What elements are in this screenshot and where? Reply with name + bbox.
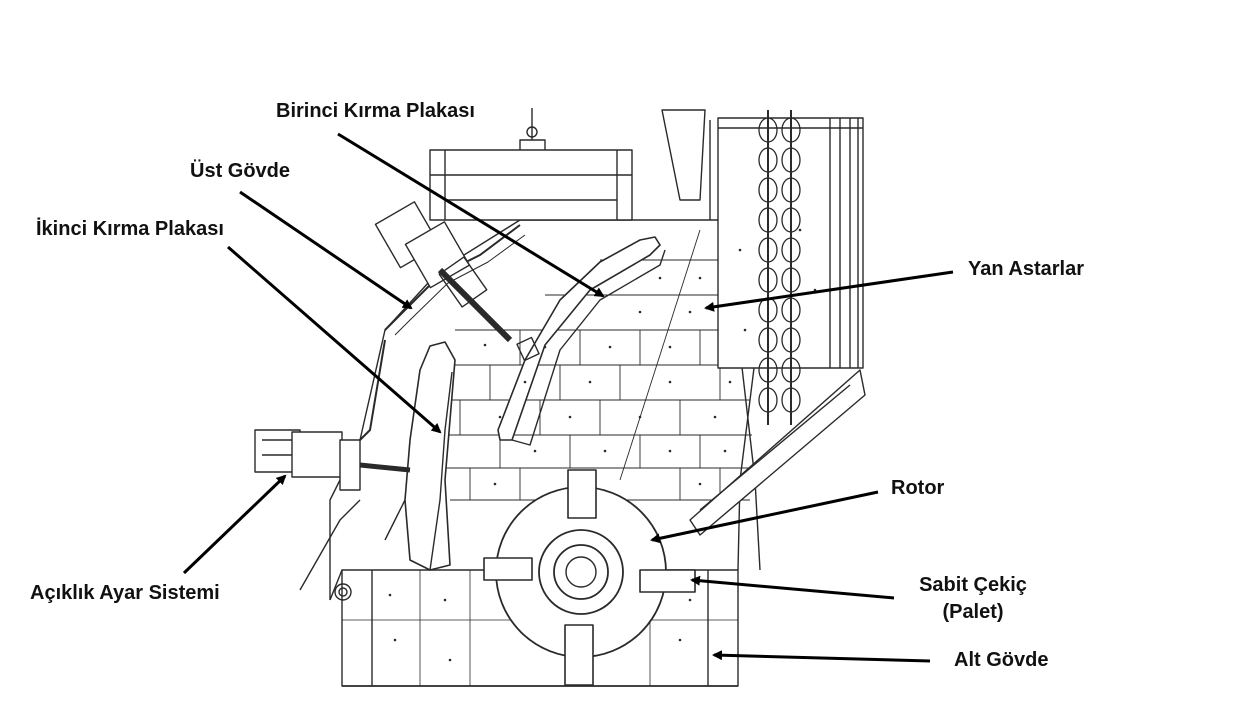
curtain-chains [717, 110, 864, 425]
label-aciklik-ayar-sistemi: Açıklık Ayar Sistemi [30, 582, 220, 604]
feed-housing [429, 108, 633, 221]
arrow-birinci-kirma-plakasi [337, 132, 605, 298]
label-sabit-cekic: Sabit Çekiç (Palet) [905, 574, 1041, 624]
arrow-aciklik-ayar-sistemi [182, 474, 287, 575]
second-breaker-plate [384, 341, 456, 571]
label-ikinci-kirma-plakasi: İkinci Kırma Plakası [36, 218, 224, 240]
bolt-holes [388, 228, 817, 662]
side-liners [440, 229, 752, 501]
top-adjusting-mechanism [374, 201, 513, 343]
arrow-rotor [650, 490, 879, 544]
label-rotor: Rotor [891, 477, 945, 499]
label-yan-astarlar: Yan Astarlar [968, 258, 1084, 280]
label-sabit-cekic-line1: Sabit Çekiç [919, 574, 1027, 596]
rotor-assembly [483, 469, 696, 686]
first-breaker-plate [497, 236, 666, 446]
discharge-chute [689, 369, 866, 536]
label-alt-govde: Alt Gövde [954, 649, 1049, 671]
inlet-chute [661, 109, 711, 220]
label-ust-govde: Üst Gövde [190, 160, 291, 182]
arrow-ikinci-kirma-plakasi [227, 245, 442, 434]
gap-adjusting-mechanism [254, 429, 411, 601]
label-birinci-kirma-plakasi: Birinci Kırma Plakası [276, 100, 475, 122]
arrow-ust-govde [239, 190, 413, 310]
label-sabit-cekic-line2: (Palet) [942, 601, 1004, 623]
arrow-sabit-cekic [690, 575, 895, 600]
arrow-yan-astarlar [704, 270, 954, 312]
arrow-alt-govde [712, 650, 931, 663]
